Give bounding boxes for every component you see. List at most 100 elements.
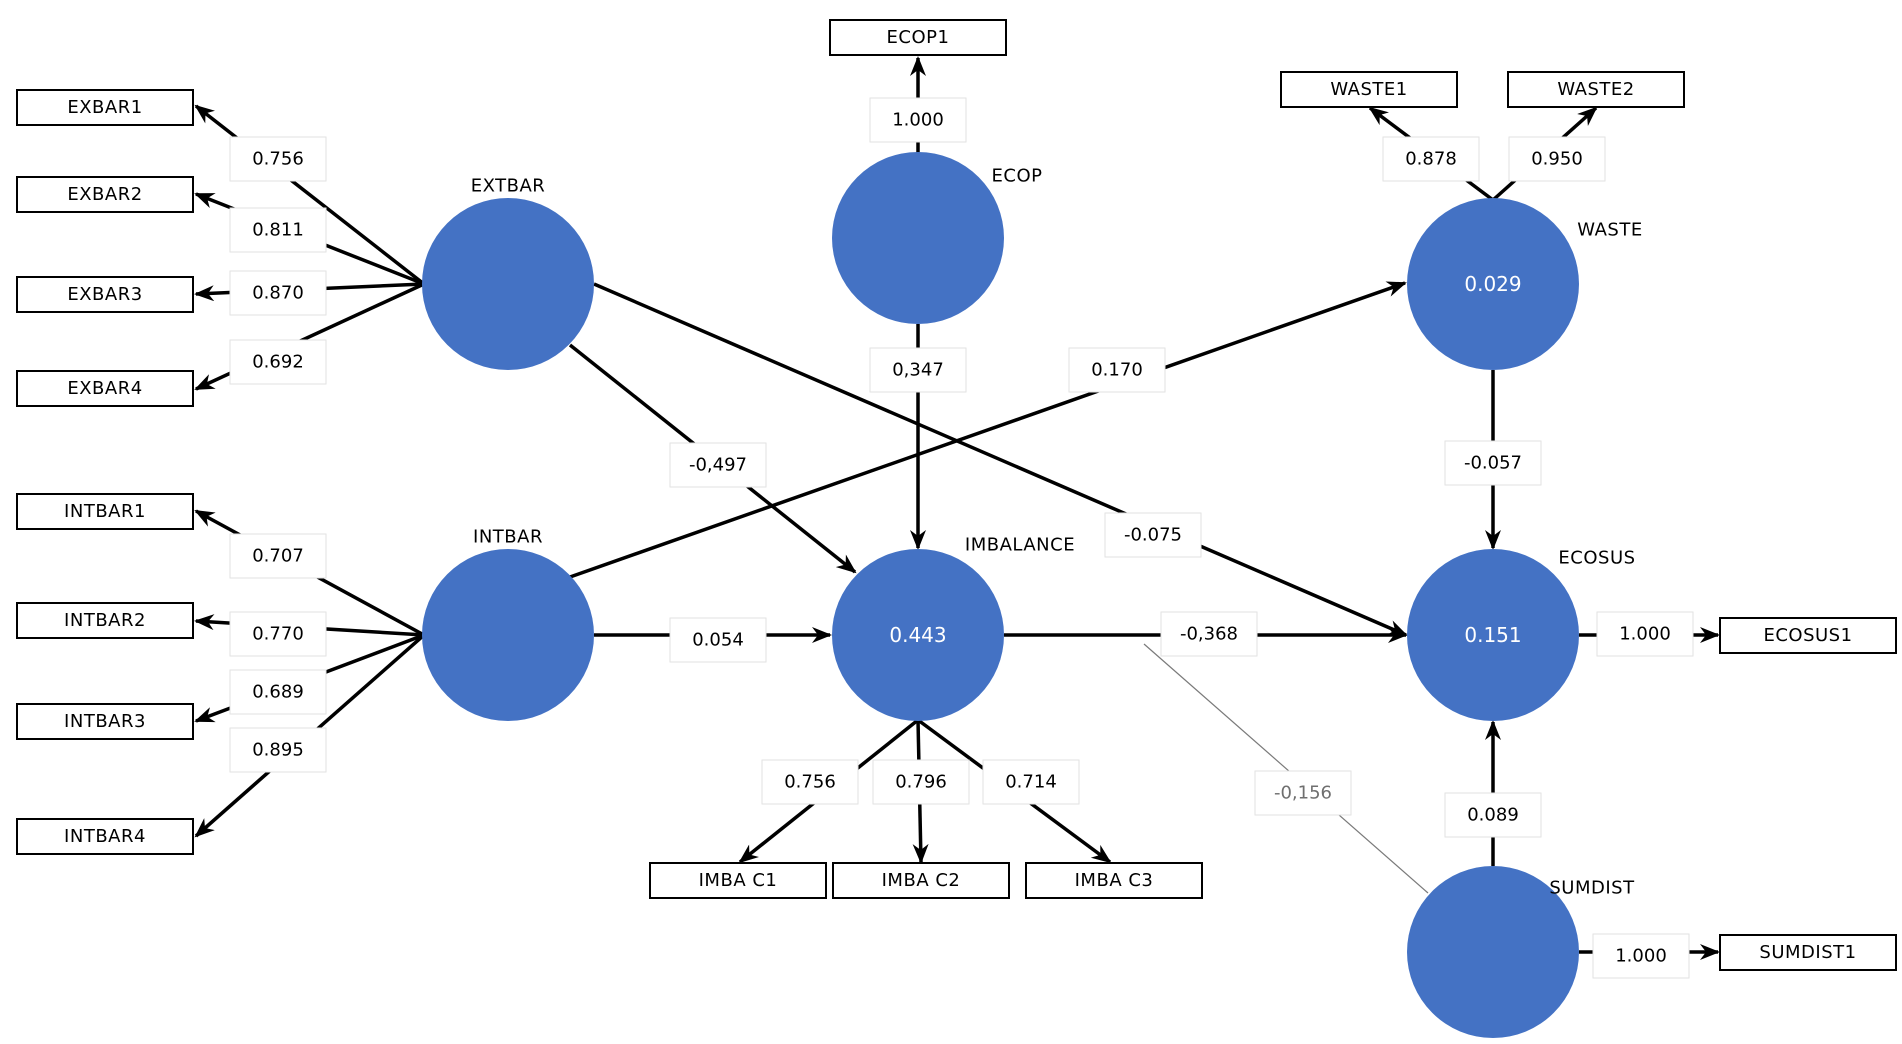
path-coef-extbar-imbalance-box (669, 442, 767, 488)
indicator-exbar2[interactable]: EXBAR2 (16, 176, 194, 213)
indicator-label-intbar4: INTBAR4 (64, 826, 146, 847)
indicator-box-waste2[interactable] (1507, 71, 1685, 108)
indicator-label-intbar2: INTBAR2 (64, 610, 146, 631)
loading-label-intbar1-text: 0.707 (252, 546, 304, 567)
indicator-box-exbar1[interactable] (16, 89, 194, 126)
latent-name-intbar: INTBAR (473, 527, 543, 548)
indicator-imbac1[interactable]: IMBA C1 (649, 862, 827, 899)
path-coef-imbalance-ecosus-text: -0,368 (1180, 624, 1238, 645)
indicator-waste1[interactable]: WASTE1 (1280, 71, 1458, 108)
indicator-box-intbar3[interactable] (16, 703, 194, 740)
indicator-box-sumdist1[interactable] (1719, 934, 1897, 971)
loading-label-intbar2-box (229, 611, 327, 657)
latent-circle-ecosus[interactable] (1407, 549, 1579, 721)
latent-circle-intbar[interactable] (422, 549, 594, 721)
indicator-box-ecosus1[interactable] (1719, 617, 1897, 654)
indicator-label-exbar1: EXBAR1 (67, 97, 142, 118)
indicator-sumdist1[interactable]: SUMDIST1 (1719, 934, 1897, 971)
latent-r2-imbalance: 0.443 (889, 623, 946, 647)
path-coef-sumdist-ecosus: 0.089 (1444, 792, 1542, 838)
loading-label-sumdist1-text: 1.000 (1615, 946, 1667, 967)
latent-ecop[interactable]: ECOP (832, 152, 1042, 324)
loading-label-intbar3-box (229, 669, 327, 715)
loading-label-exbar3-box (229, 270, 327, 316)
indicator-label-intbar1: INTBAR1 (64, 501, 146, 522)
indicator-intbar4[interactable]: INTBAR4 (16, 818, 194, 855)
indicator-exbar3[interactable]: EXBAR3 (16, 276, 194, 313)
path-coef-intbar-imbalance-text: 0.054 (692, 630, 744, 651)
indicator-imbac3[interactable]: IMBA C3 (1025, 862, 1203, 899)
path-coef-extbar-imbalance-text: -0,497 (689, 455, 747, 476)
indicator-label-exbar3: EXBAR3 (67, 284, 142, 305)
loading-label-intbar4: 0.895 (229, 727, 327, 773)
latent-circle-imbalance[interactable] (832, 549, 1004, 721)
path-coef-extbar-imbalance: -0,497 (669, 442, 767, 488)
indicator-label-waste1: WASTE1 (1330, 79, 1407, 100)
indicator-label-imbac2: IMBA C2 (882, 870, 961, 891)
loading-label-waste1-text: 0.878 (1405, 149, 1457, 170)
loading-label-imbac3: 0.714 (982, 759, 1080, 805)
indicator-box-exbar2[interactable] (16, 176, 194, 213)
loading-label-waste2-box (1508, 136, 1606, 182)
latent-circle-waste[interactable] (1407, 198, 1579, 370)
loading-label-ecop1-text: 1.000 (892, 110, 944, 131)
path-arrow-extbar-ecosus (593, 282, 1408, 637)
indicator-intbar3[interactable]: INTBAR3 (16, 703, 194, 740)
loading-label-intbar3-text: 0.689 (252, 682, 304, 703)
loading-label-exbar4: 0.692 (229, 339, 327, 385)
latent-circle-sumdist[interactable] (1407, 866, 1579, 1038)
path-coef-intbar-waste-text: 0.170 (1091, 360, 1143, 381)
indicator-box-waste1[interactable] (1280, 71, 1458, 108)
indicator-box-intbar4[interactable] (16, 818, 194, 855)
loading-label-exbar2-text: 0.811 (252, 220, 304, 241)
indicator-label-sumdist1: SUMDIST1 (1759, 942, 1856, 963)
loading-label-intbar3: 0.689 (229, 669, 327, 715)
indicator-waste2[interactable]: WASTE2 (1507, 71, 1685, 108)
path-coef-intbar-waste-box (1068, 347, 1166, 393)
indicator-box-imbac2[interactable] (832, 862, 1010, 899)
latent-circle-extbar[interactable] (422, 198, 594, 370)
latent-circle-ecop[interactable] (832, 152, 1004, 324)
loading-label-intbar2: 0.770 (229, 611, 327, 657)
loading-label-exbar2-box (229, 207, 327, 253)
loading-label-exbar3: 0.870 (229, 270, 327, 316)
loading-label-exbar1: 0.756 (229, 136, 327, 182)
indicator-exbar4[interactable]: EXBAR4 (16, 370, 194, 407)
indicator-box-exbar4[interactable] (16, 370, 194, 407)
indicator-box-imbac1[interactable] (649, 862, 827, 899)
indicator-box-intbar1[interactable] (16, 493, 194, 530)
latent-extbar[interactable]: EXTBAR (422, 176, 594, 371)
indicator-exbar1[interactable]: EXBAR1 (16, 89, 194, 126)
indicator-box-ecop1[interactable] (829, 19, 1007, 56)
indicator-box-intbar2[interactable] (16, 602, 194, 639)
loading-label-waste2: 0.950 (1508, 136, 1606, 182)
indicator-ecosus1[interactable]: ECOSUS1 (1719, 617, 1897, 654)
path-coef-intbar-imbalance: 0.054 (669, 617, 767, 663)
path-coef-sumdist-ecosus-box (1444, 792, 1542, 838)
path-arrow-intbar-waste (569, 281, 1407, 579)
loading-label-exbar4-box (229, 339, 327, 385)
loading-label-imbac2-text: 0.796 (895, 772, 947, 793)
indicator-box-imbac3[interactable] (1025, 862, 1203, 899)
loading-label-intbar1-box (229, 533, 327, 579)
indicator-box-exbar3[interactable] (16, 276, 194, 313)
indicator-intbar2[interactable]: INTBAR2 (16, 602, 194, 639)
loading-label-ecosus1-text: 1.000 (1619, 624, 1671, 645)
latent-name-ecop: ECOP (992, 166, 1043, 187)
latent-name-waste: WASTE (1577, 220, 1642, 241)
loading-label-waste1-box (1382, 136, 1480, 182)
latent-intbar[interactable]: INTBAR (422, 527, 594, 722)
indicator-intbar1[interactable]: INTBAR1 (16, 493, 194, 530)
loading-label-ecosus1-box (1596, 611, 1694, 657)
indicator-label-exbar4: EXBAR4 (67, 378, 142, 399)
indicator-label-imbac1: IMBA C1 (699, 870, 778, 891)
path-coef-imbalance-ecosus-box (1160, 611, 1258, 657)
indicator-imbac2[interactable]: IMBA C2 (832, 862, 1010, 899)
latent-sumdist[interactable]: SUMDIST (1407, 866, 1635, 1038)
indicator-ecop1[interactable]: ECOP1 (829, 19, 1007, 56)
